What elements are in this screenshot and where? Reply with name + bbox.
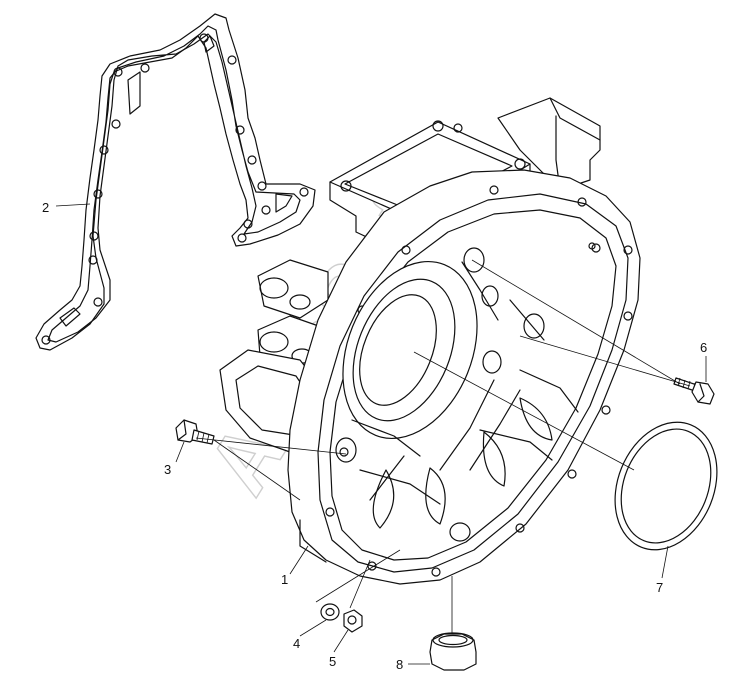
seal-ring-part (614, 421, 718, 551)
callout-7: 7 (656, 580, 663, 595)
callout-1: 1 (281, 572, 288, 587)
plug-part-8 (429, 632, 477, 671)
callout-2: 2 (42, 200, 49, 215)
callout-labels: 1 2 3 4 5 6 7 8 (42, 200, 707, 672)
gasket-part (35, 13, 316, 351)
callout-3: 3 (164, 462, 171, 477)
callout-6: 6 (700, 340, 707, 355)
callout-8: 8 (396, 657, 403, 672)
washer-part-4 (320, 603, 340, 621)
nut-part-5 (343, 609, 363, 633)
leader-lines (55, 203, 707, 665)
bolt-part-3 (175, 419, 215, 445)
bolt-part-6 (673, 377, 715, 405)
flywheel-housing-part (219, 97, 641, 585)
callout-5: 5 (329, 654, 336, 669)
callout-4: 4 (293, 636, 300, 651)
